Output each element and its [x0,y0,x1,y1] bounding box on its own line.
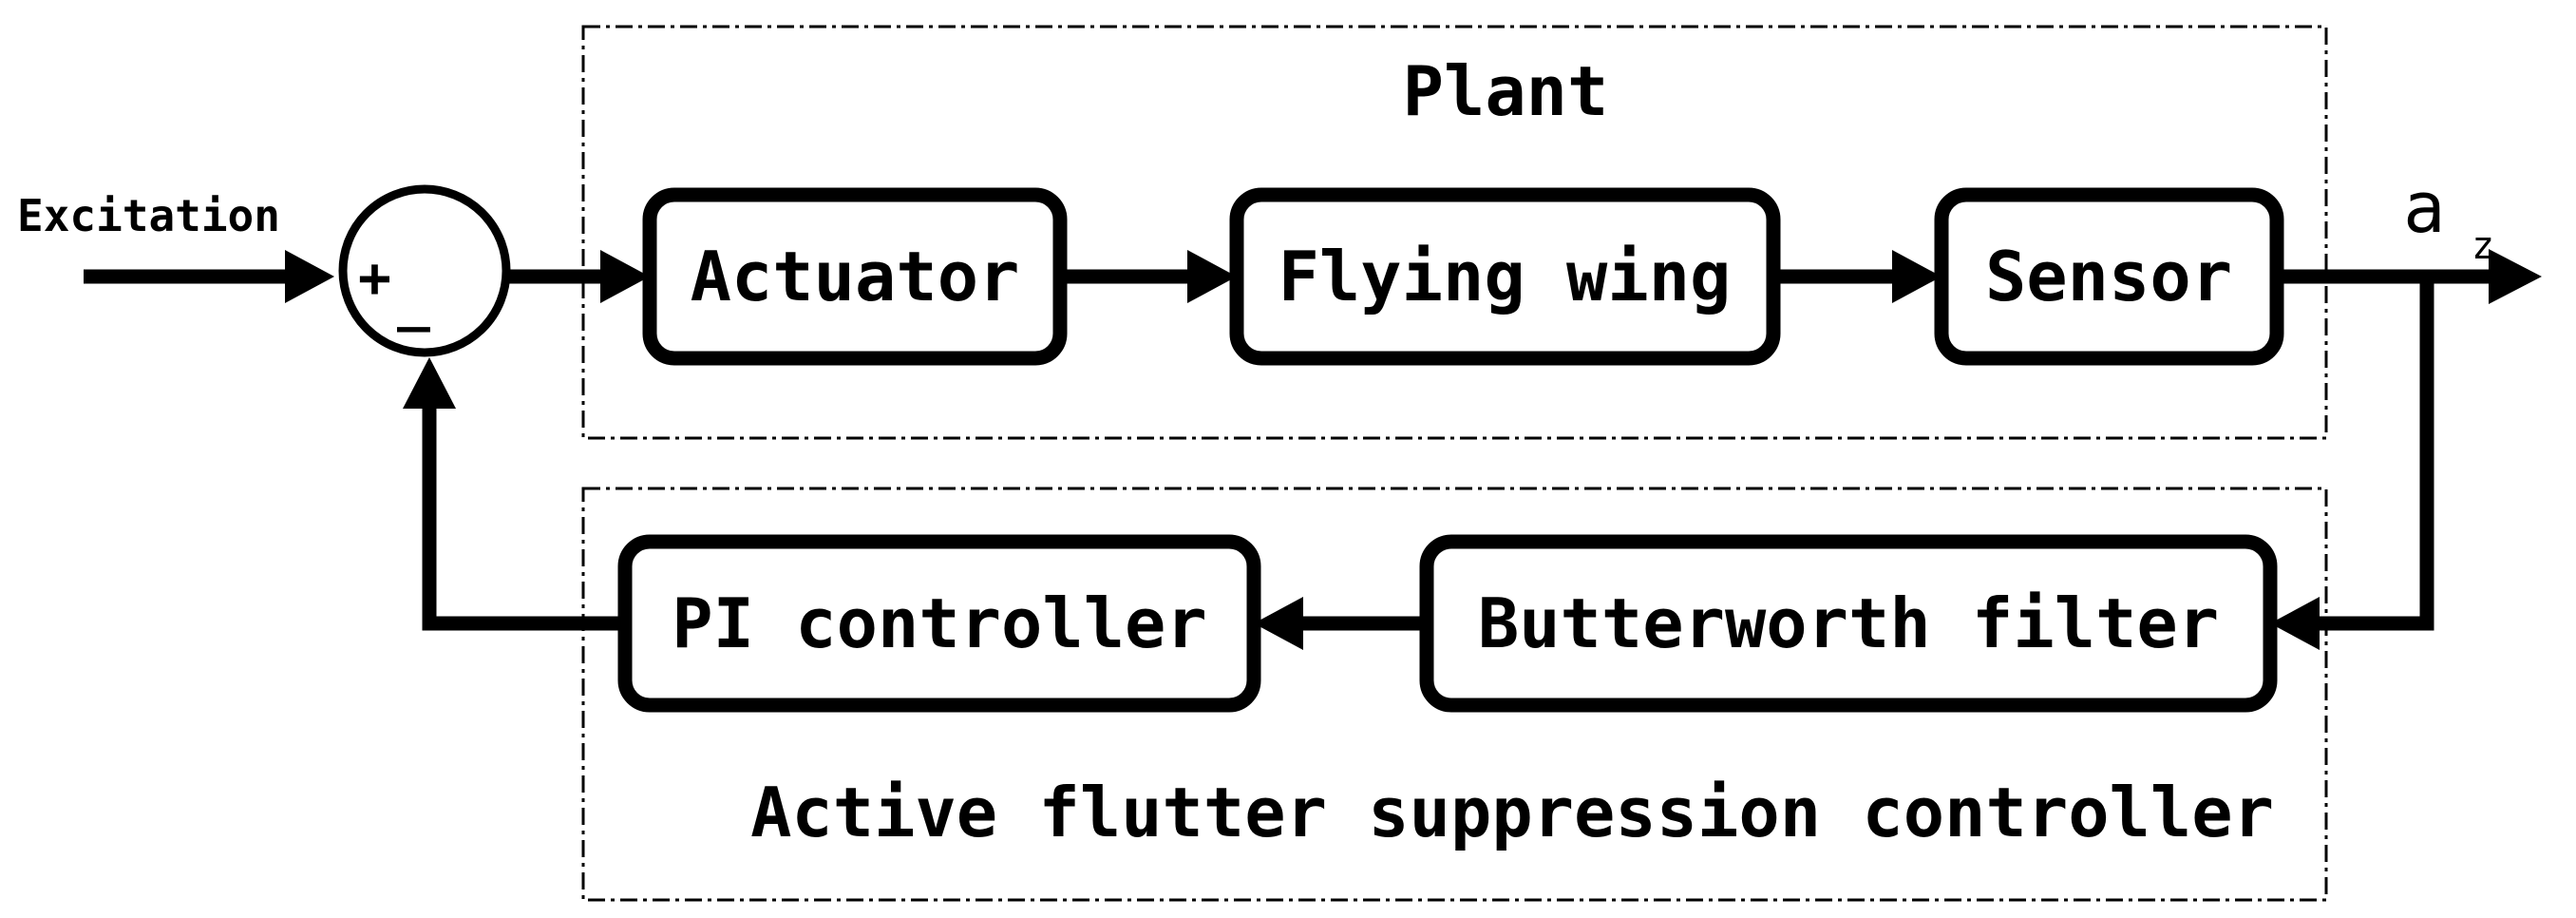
arrowheads [285,249,2542,650]
actuator-label: Actuator [691,237,1020,316]
output-to-filter-wire [2310,277,2434,631]
controller-title: Active flutter suppression controller [750,773,2274,852]
output-subscript: z [2472,224,2494,268]
arrow-into-junction-feedback [403,357,456,409]
butterworth-filter-block: Butterworth filter [1419,534,2278,713]
pi-controller-label: PI controller [672,583,1207,663]
feedback-wires [422,277,2434,631]
output-label: a z [2403,167,2494,268]
plant-frame [581,25,2328,440]
arrow-output [2489,249,2542,304]
pi-controller-box [617,534,1261,713]
controller-frame [581,487,2328,902]
pi-to-junction-wire [422,399,625,631]
arrow-into-pi-controller [1254,597,1303,650]
arrow-into-actuator [600,250,650,303]
plus-sign: + [358,245,391,310]
pi-controller-block: PI controller [617,534,1261,713]
excitation-label: Excitation [17,190,280,241]
flying-wing-box [1229,187,1781,366]
plant-title: Plant [1403,51,1609,131]
flying-wing-label: Flying wing [1279,237,1732,316]
arrow-into-junction [285,250,334,303]
arrow-into-filter [2270,597,2320,650]
arrow-into-wing [1187,250,1237,303]
output-symbol: a [2403,167,2446,249]
sensor-box [1934,187,2284,366]
arrow-into-sensor [1892,250,1941,303]
flying-wing-block: Flying wing [1229,187,1781,366]
minus-sign: _ [397,268,430,333]
summing-junction: + _ [338,184,511,357]
sensor-label: Sensor [1985,237,2232,316]
actuator-block: Actuator [642,187,1068,366]
butterworth-filter-box [1419,534,2278,713]
sensor-block: Sensor [1934,187,2284,366]
summing-junction-circle [338,184,511,357]
butterworth-filter-label: Butterworth filter [1478,583,2219,663]
actuator-box [642,187,1068,366]
